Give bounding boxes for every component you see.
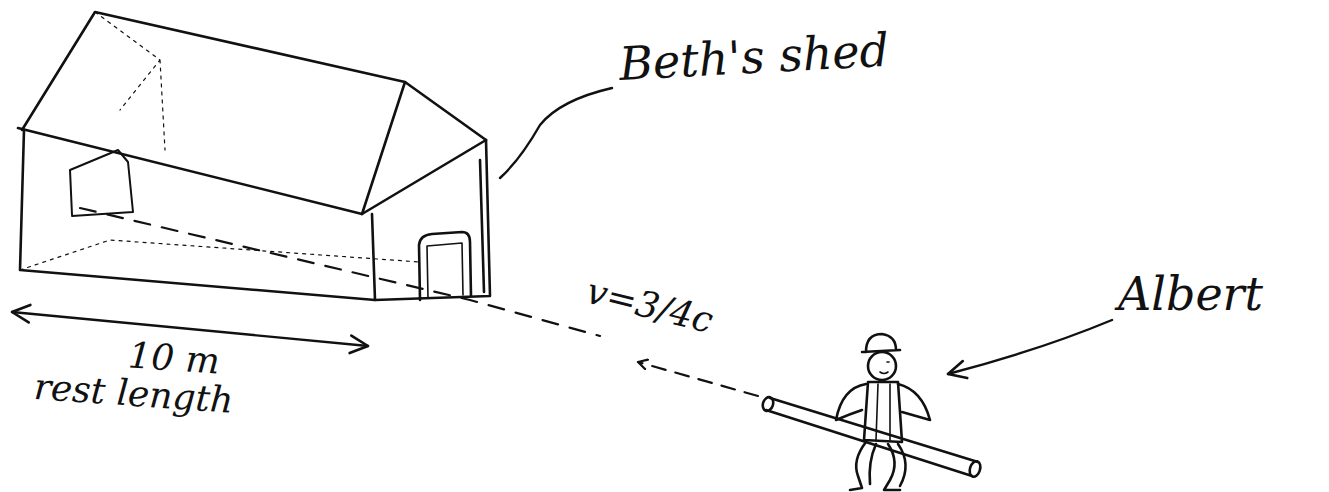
shed-door-inner (427, 243, 463, 298)
shed-door (419, 232, 471, 300)
shed-roof-eave (18, 128, 486, 214)
pole-end-left (761, 396, 775, 412)
albert-torso-lines (876, 384, 890, 440)
shed-gable-wall (375, 140, 490, 300)
shed-front-wall (20, 130, 375, 300)
velocity-arrow (638, 362, 758, 396)
albert-arm-right (898, 384, 930, 420)
dimension-label: 10 m rest length (33, 330, 274, 422)
albert-arm-left (836, 384, 866, 420)
shed-gable-edge (480, 160, 484, 292)
person-callout: Albert (1118, 270, 1263, 318)
shed-roof-hidden (95, 12, 165, 150)
velocity-label: v=3/4c (583, 272, 717, 340)
albert-leader-line (948, 320, 1112, 374)
pole-body (766, 398, 978, 476)
pole-path-dashed (80, 208, 600, 336)
albert-leg-right (884, 444, 906, 490)
albert-cap (862, 334, 900, 352)
shed-roof-ridge-back (405, 82, 486, 140)
shed-callout: Beth's shed (618, 26, 890, 88)
albert-face (880, 362, 889, 374)
shed-window-hidden (20, 240, 420, 270)
shed-leader-line (500, 88, 612, 178)
albert-torso (864, 382, 902, 442)
shed-window (70, 150, 133, 216)
shed-roof (22, 12, 405, 214)
albert-head (868, 352, 896, 380)
albert-leg-left (850, 442, 876, 490)
pole-end-right (968, 460, 982, 478)
